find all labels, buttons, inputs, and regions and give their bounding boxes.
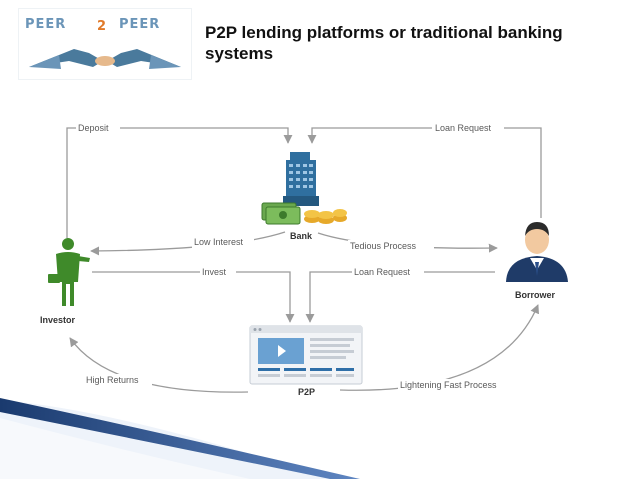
- node-label-borrower: Borrower: [515, 290, 556, 300]
- node-label-investor: Investor: [40, 315, 76, 325]
- label-low-interest: Low Interest: [194, 237, 244, 247]
- node-label-bank: Bank: [290, 231, 313, 241]
- label-high-returns: High Returns: [86, 375, 139, 385]
- node-label-p2p: P2P: [298, 387, 315, 397]
- handshake-logo-icon: PEER 2 PEER: [25, 17, 181, 69]
- logo-text-mid: 2: [97, 19, 107, 34]
- decorative-swoosh: [0, 398, 360, 479]
- label-loan-request-mid: Loan Request: [354, 267, 411, 277]
- label-deposit: Deposit: [78, 123, 109, 133]
- borrower-person-icon: [506, 222, 568, 282]
- label-lightening-fast: Lightening Fast Process: [400, 380, 497, 390]
- edge-lightening-fast: [339, 304, 539, 391]
- money-stack-icon: [261, 202, 301, 225]
- gold-coins-icon: [304, 209, 347, 224]
- edge-low-interest: [90, 231, 286, 256]
- label-invest: Invest: [202, 267, 227, 277]
- edge-invest: [92, 271, 295, 323]
- label-tedious-process: Tedious Process: [350, 241, 417, 251]
- edge-loan-request-top: [307, 127, 542, 218]
- slide-title: P2P lending platforms or traditional ban…: [205, 23, 563, 63]
- logo-text-right: PEER: [119, 17, 160, 32]
- edge-loan-request-mid: [305, 271, 495, 323]
- edge-deposit: [66, 127, 293, 238]
- logo-text-left: PEER: [25, 17, 66, 32]
- investor-person-icon: [48, 238, 90, 306]
- bank-building-icon: [283, 152, 319, 206]
- label-loan-request-top: Loan Request: [435, 123, 492, 133]
- p2p-platform-window-icon: [249, 325, 363, 385]
- peer2peer-logo: PEER 2 PEER: [18, 8, 192, 80]
